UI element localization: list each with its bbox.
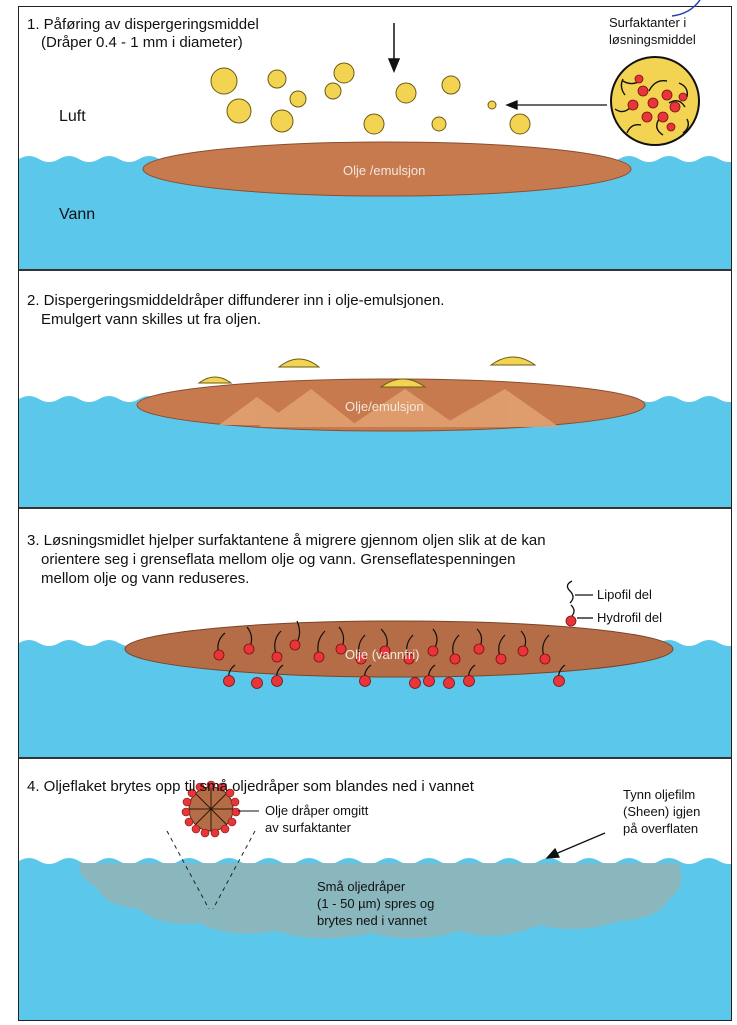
small-droplets-line1: Små oljedråper <box>317 879 405 895</box>
panel-4: 4. Oljeflaket brytes opp til små oljedrå… <box>19 759 731 1021</box>
oil-emulsion-label: Olje/emulsjon <box>345 397 424 416</box>
panel-1: 1. Påføring av dispergeringsmiddel (Dråp… <box>19 7 731 269</box>
sheen-label-line1: Tynn oljefilm <box>623 787 695 803</box>
panel-3: 3. Løsningsmidlet hjelper surfaktantene … <box>19 509 731 757</box>
oil-emulsion-label: Olje /emulsjon <box>343 161 425 180</box>
droplet-label-line2: av surfaktanter <box>265 820 351 836</box>
hydrofil-legend-icon <box>566 605 593 626</box>
left-arrow-icon <box>507 101 607 109</box>
sheen-label-line3: på overflaten <box>623 821 698 837</box>
corner-stroke <box>0 0 737 24</box>
panel-3-title-line1: 3. Løsningsmidlet hjelper surfaktantene … <box>27 531 546 550</box>
down-arrow-icon <box>389 23 399 71</box>
droplet-label-line1: Olje dråper omgitt <box>265 803 368 819</box>
small-droplets-line2: (1 - 50 µm) spres og <box>317 896 434 912</box>
air-label: Luft <box>59 107 86 126</box>
lipofil-label: Lipofil del <box>597 587 652 603</box>
sheen-label-line2: (Sheen) igjen <box>623 804 700 820</box>
hydrofil-label: Hydrofil del <box>597 610 662 626</box>
panel-2: 2. Dispergeringsmiddeldråper diffunderer… <box>19 271 731 507</box>
lipofil-legend-icon <box>567 581 593 603</box>
panel-2-title-line2: Emulgert vann skilles ut fra oljen. <box>41 310 261 329</box>
panel-3-title-line2: orientere seg i grenseflata mellom olje … <box>41 550 515 569</box>
panel-1-title-line2: (Dråper 0.4 - 1 mm i diameter) <box>41 33 243 52</box>
diagram-frame: 1. Påføring av dispergeringsmiddel (Dråp… <box>18 6 732 1021</box>
small-droplets-line3: brytes ned i vannet <box>317 913 427 929</box>
oil-water-free-label: Olje (vannfri) <box>345 645 419 664</box>
surfactant-label-line2: løsningsmiddel <box>609 32 696 48</box>
panel-4-title: 4. Oljeflaket brytes opp til små oljedrå… <box>27 777 474 796</box>
panel-3-title-line3: mellom olje og vann reduseres. <box>41 569 249 588</box>
panel-2-title-line1: 2. Dispergeringsmiddeldråper diffunderer… <box>27 291 444 310</box>
surfactant-magnifier <box>611 57 699 145</box>
water-label: Vann <box>59 205 95 224</box>
sheen-arrow-icon <box>547 833 605 858</box>
dispersant-droplets <box>211 63 530 134</box>
